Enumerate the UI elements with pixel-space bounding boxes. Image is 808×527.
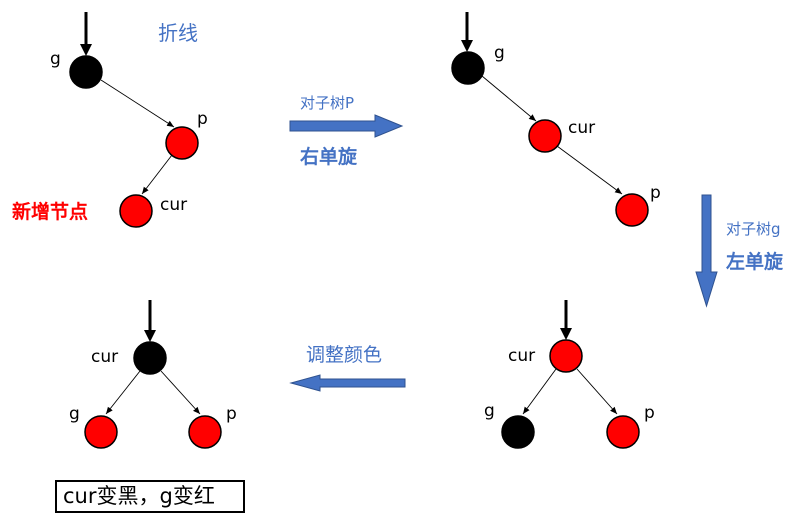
- left-arrow-icon: [289, 374, 406, 392]
- node-g: [84, 415, 118, 449]
- node-p: [188, 415, 222, 449]
- label-cur: cur: [568, 118, 595, 138]
- root-pointer-arrow: [461, 12, 473, 52]
- right-arrow-icon: [289, 114, 404, 138]
- caption-text: cur变黑，g变红: [63, 484, 215, 508]
- tree-after-left-rotation: cur g p: [484, 300, 655, 449]
- node-p: [615, 193, 649, 227]
- label-p: p: [650, 183, 661, 203]
- label-p: p: [226, 404, 237, 424]
- node-p: [165, 126, 199, 160]
- node-g: [451, 51, 485, 85]
- edge-cur-p: [556, 145, 623, 195]
- tree-after-right-rotation: g cur p: [451, 12, 661, 227]
- node-g: [69, 55, 103, 89]
- node-cur: [119, 194, 153, 228]
- step1-subtitle: 对子树P: [300, 94, 354, 112]
- label-cur: cur: [91, 347, 118, 367]
- node-cur: [549, 339, 583, 373]
- edge-cur-p: [576, 368, 618, 415]
- node-cur: [133, 341, 167, 375]
- step2-subtitle: 对子树g: [726, 220, 781, 238]
- label-p: p: [197, 109, 208, 129]
- tree-initial: g p cur: [50, 12, 208, 228]
- label-g: g: [50, 49, 61, 69]
- node-p: [606, 415, 640, 449]
- node-cur: [528, 119, 562, 153]
- label-g: g: [69, 404, 80, 424]
- label-g: g: [494, 43, 505, 63]
- step2-action: 左单旋: [726, 250, 784, 273]
- tree-after-recolor: cur g p: [69, 300, 237, 449]
- step1-action: 右单旋: [299, 145, 358, 168]
- diagram-title: 折线: [158, 21, 198, 45]
- label-cur: cur: [508, 346, 535, 366]
- edge-cur-g: [105, 370, 141, 415]
- edge-g-p: [100, 79, 175, 128]
- label-p: p: [644, 403, 655, 423]
- label-cur: cur: [160, 195, 187, 215]
- caption-box: cur变黑，g变红: [55, 480, 245, 513]
- edge-cur-g: [522, 368, 557, 415]
- label-g: g: [484, 401, 495, 421]
- root-pointer-arrow: [144, 300, 156, 342]
- edge-g-cur: [481, 75, 537, 122]
- root-pointer-arrow: [80, 12, 92, 56]
- step3-action: 调整颜色: [306, 344, 382, 366]
- node-g: [501, 415, 535, 449]
- edge-cur-p: [160, 370, 201, 415]
- down-arrow-icon: [695, 194, 718, 308]
- new-node-annotation: 新增节点: [12, 200, 88, 223]
- edge-p-cur: [141, 154, 173, 195]
- root-pointer-arrow: [560, 300, 572, 340]
